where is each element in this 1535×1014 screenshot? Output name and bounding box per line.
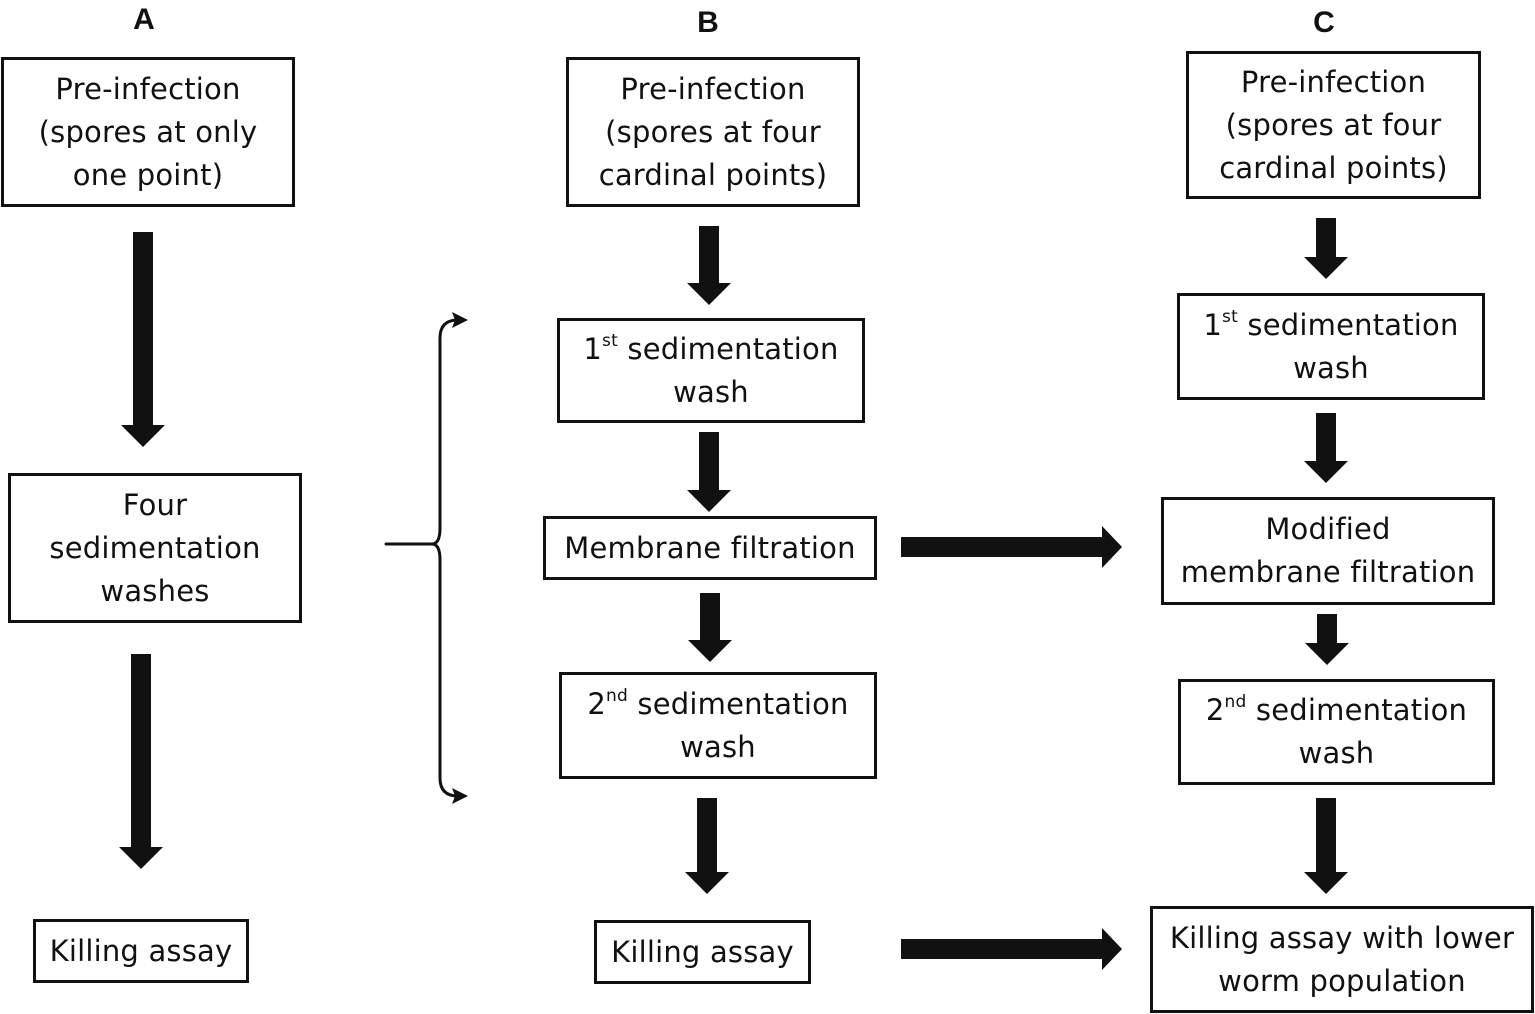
b-second-wash-line-1: 2nd sedimentation <box>587 683 848 726</box>
b-first-wash-ordinal: 1 <box>583 331 603 366</box>
c-killing-assay-line-2: worm population <box>1218 963 1466 998</box>
c-filtration-line-2: membrane filtration <box>1180 555 1476 589</box>
c-second-wash-suffix: nd <box>1224 692 1247 713</box>
c-first-wash-line-1: 1st sedimentation <box>1203 304 1458 347</box>
b-down-arrow-2 <box>687 432 731 512</box>
b-second-wash-rest: sedimentation <box>628 686 849 721</box>
b-pre-infection-line-2: (spores at four <box>605 114 821 149</box>
b-first-wash-suffix: st <box>602 330 618 351</box>
a-washes-line-1: Four <box>122 487 188 522</box>
c-down-arrow-4 <box>1304 798 1348 894</box>
b-killing-assay-label: Killing assay <box>611 934 794 969</box>
c-second-wash-line-2: wash <box>1298 736 1375 770</box>
c-down-arrow-3 <box>1305 614 1349 665</box>
panel-letter-c: C <box>1313 6 1335 39</box>
b-to-c-filtration-arrow <box>901 526 1122 568</box>
a-killing-assay-box: Killing assay <box>33 919 249 983</box>
b-pre-infection-line-3: cardinal points) <box>598 157 828 192</box>
a-killing-assay-label: Killing assay <box>49 933 233 968</box>
a-washes-box: Four sedimentation washes <box>8 473 302 623</box>
b-to-c-killing-arrow <box>901 928 1122 970</box>
b-down-arrow-3 <box>688 593 732 662</box>
c-second-wash-ordinal: 2 <box>1205 693 1225 727</box>
c-second-wash-rest: sedimentation <box>1246 693 1468 727</box>
b-down-arrow-4 <box>685 798 729 894</box>
b-second-wash-ordinal: 2 <box>587 686 607 721</box>
c-first-wash-rest: sedimentation <box>1237 307 1459 342</box>
c-second-wash-line-1: 2nd sedimentation <box>1206 689 1467 732</box>
a-down-arrow-2 <box>119 654 163 869</box>
a-pre-infection-line-2: (spores at only <box>38 114 258 149</box>
b-down-arrow-1 <box>687 226 731 305</box>
a-pre-infection-line-1: Pre-infection <box>55 71 241 106</box>
b-first-wash-line-2: wash <box>673 374 749 409</box>
c-down-arrow-1 <box>1304 218 1348 279</box>
a-pre-infection-line-3: one point) <box>72 157 224 192</box>
b-pre-infection-line-1: Pre-infection <box>620 71 806 106</box>
b-pre-infection-box: Pre-infection (spores at four cardinal p… <box>566 57 860 207</box>
c-second-wash-box: 2nd sedimentation wash <box>1178 679 1495 785</box>
c-killing-assay-line-1: Killing assay with lower <box>1169 920 1515 955</box>
b-killing-assay-box: Killing assay <box>594 920 811 984</box>
panel-letter-a: A <box>133 3 155 36</box>
c-first-wash-suffix: st <box>1222 306 1238 327</box>
c-down-arrow-2 <box>1304 413 1348 483</box>
bracket-top-arrowhead <box>452 312 468 328</box>
b-first-wash-box: 1st sedimentation wash <box>557 318 865 423</box>
c-first-wash-line-2: wash <box>1293 350 1369 385</box>
a-washes-line-3: washes <box>100 573 210 608</box>
c-first-wash-ordinal: 1 <box>1203 307 1223 342</box>
b-filtration-box: Membrane filtration <box>543 516 877 580</box>
b-first-wash-rest: sedimentation <box>617 331 839 366</box>
a-washes-line-2: sedimentation <box>49 530 261 565</box>
c-pre-infection-line-2: (spores at four <box>1225 107 1442 142</box>
a-pre-infection-box: Pre-infection (spores at only one point) <box>1 57 295 207</box>
c-first-wash-box: 1st sedimentation wash <box>1177 293 1485 400</box>
panel-letter-b: B <box>697 6 719 39</box>
c-filtration-line-1: Modified <box>1265 512 1391 546</box>
b-second-wash-box: 2nd sedimentation wash <box>559 672 877 779</box>
b-first-wash-line-1: 1st sedimentation <box>583 328 838 371</box>
a-down-arrow-1 <box>121 232 165 447</box>
b-filtration-label: Membrane filtration <box>564 530 856 565</box>
c-pre-infection-line-3: cardinal points) <box>1219 150 1448 185</box>
c-pre-infection-line-1: Pre-infection <box>1240 64 1427 99</box>
bracket-bottom-arrowhead <box>452 788 468 804</box>
b-second-wash-suffix: nd <box>606 685 628 706</box>
c-pre-infection-box: Pre-infection (spores at four cardinal p… <box>1186 51 1481 199</box>
b-second-wash-line-2: wash <box>680 729 756 764</box>
bracket-brace <box>384 318 460 798</box>
c-filtration-box: Modified membrane filtration <box>1161 497 1495 605</box>
c-killing-assay-box: Killing assay with lower worm population <box>1150 906 1534 1013</box>
